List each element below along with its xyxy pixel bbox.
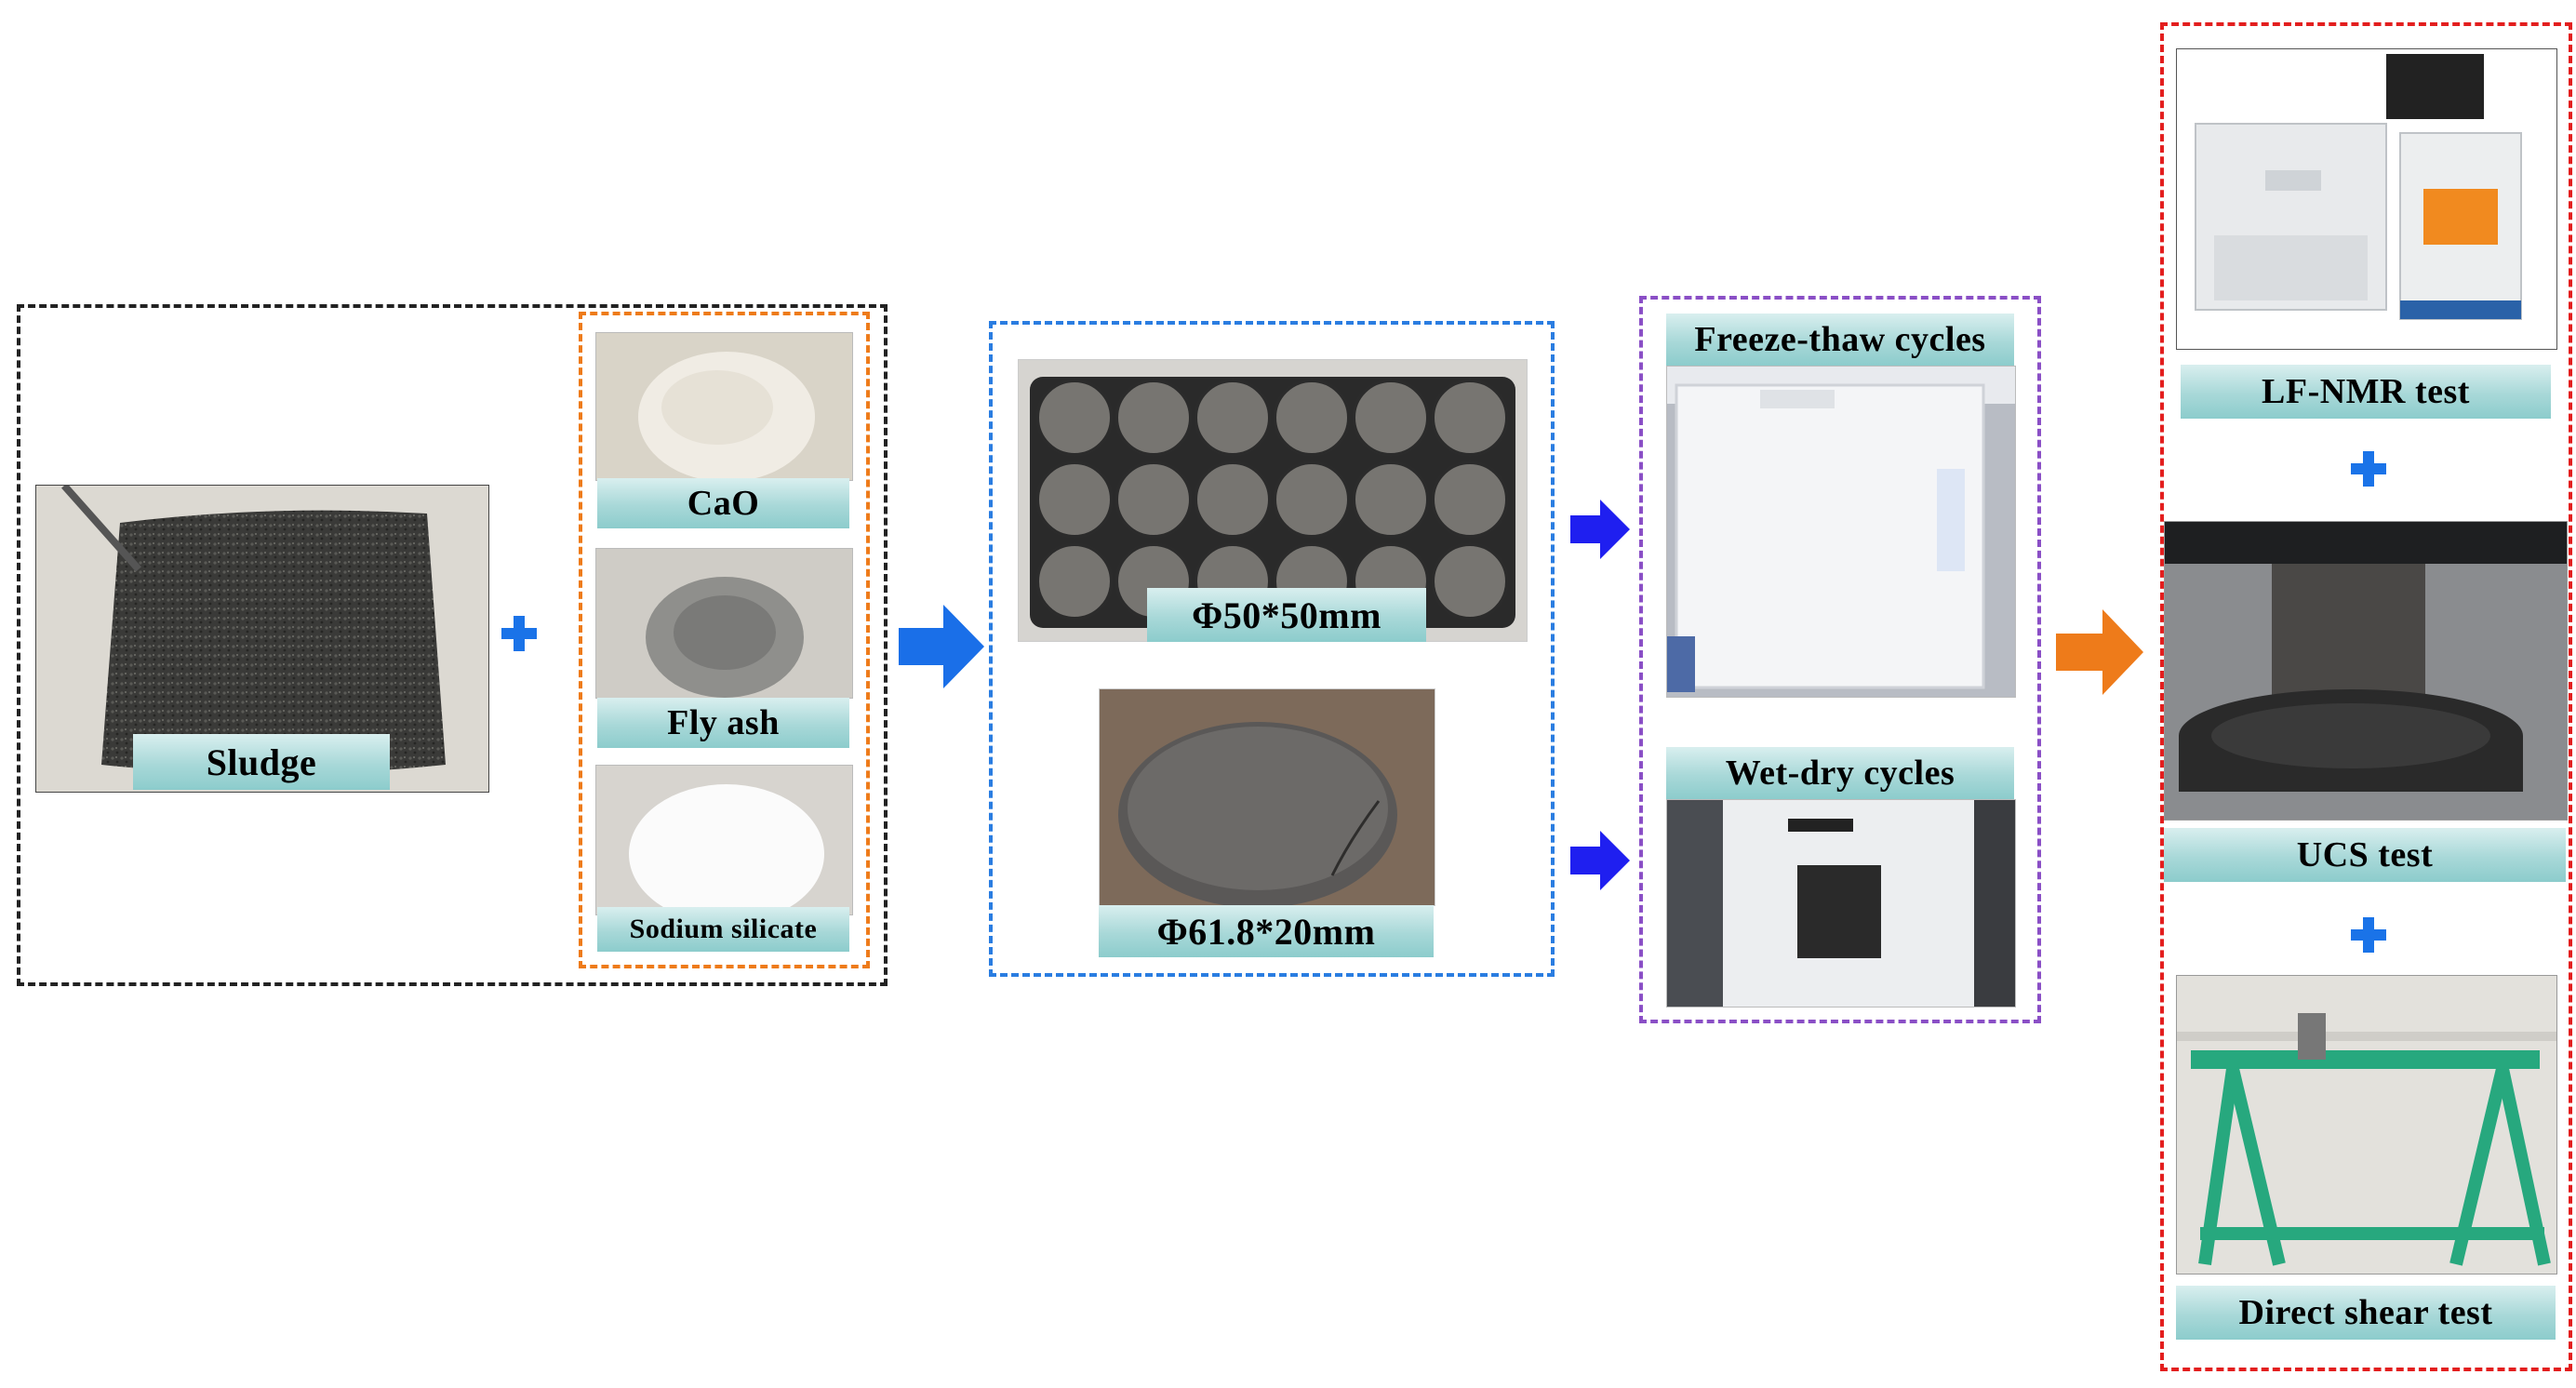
cylinder-specimen-label: Φ50*50mm bbox=[1147, 588, 1426, 642]
arrow-right-icon bbox=[2056, 609, 2143, 695]
disc-specimen-photo bbox=[1099, 688, 1435, 906]
lf-nmr-photo bbox=[2176, 48, 2557, 350]
cylinder-specimens-photo bbox=[1018, 359, 1528, 642]
sludge-label: Sludge bbox=[133, 734, 390, 790]
cao-label: CaO bbox=[597, 478, 849, 528]
ucs-photo bbox=[2164, 521, 2568, 821]
arrow-right-icon bbox=[1570, 500, 1630, 559]
arrow-right-icon bbox=[899, 605, 984, 688]
fly-ash-photo bbox=[595, 548, 853, 699]
tests-box bbox=[2160, 22, 2572, 1371]
sodium-silicate-label: Sodium silicate bbox=[597, 907, 849, 952]
plus-icon bbox=[2351, 917, 2386, 953]
materials-box bbox=[17, 304, 888, 986]
cycles-box bbox=[1639, 296, 2041, 1023]
additives-box bbox=[579, 312, 870, 968]
plus-icon bbox=[2351, 451, 2386, 487]
specimens-box bbox=[989, 321, 1555, 977]
sodium-silicate-photo bbox=[595, 765, 853, 915]
direct-shear-photo bbox=[2176, 975, 2557, 1275]
lf-nmr-label: LF-NMR test bbox=[2181, 365, 2551, 419]
freezer-photo bbox=[1666, 366, 2016, 698]
cao-photo bbox=[595, 332, 853, 481]
direct-shear-label: Direct shear test bbox=[2176, 1286, 2556, 1340]
freeze-thaw-label: Freeze-thaw cycles bbox=[1666, 314, 2014, 366]
fly-ash-label: Fly ash bbox=[597, 698, 849, 748]
arrow-right-icon bbox=[1570, 831, 1630, 890]
wet-dry-label: Wet-dry cycles bbox=[1666, 747, 2014, 799]
disc-specimen-label: Φ61.8*20mm bbox=[1099, 905, 1434, 957]
ucs-label: UCS test bbox=[2164, 828, 2566, 882]
oven-photo bbox=[1666, 799, 2016, 1008]
plus-icon bbox=[501, 616, 537, 651]
